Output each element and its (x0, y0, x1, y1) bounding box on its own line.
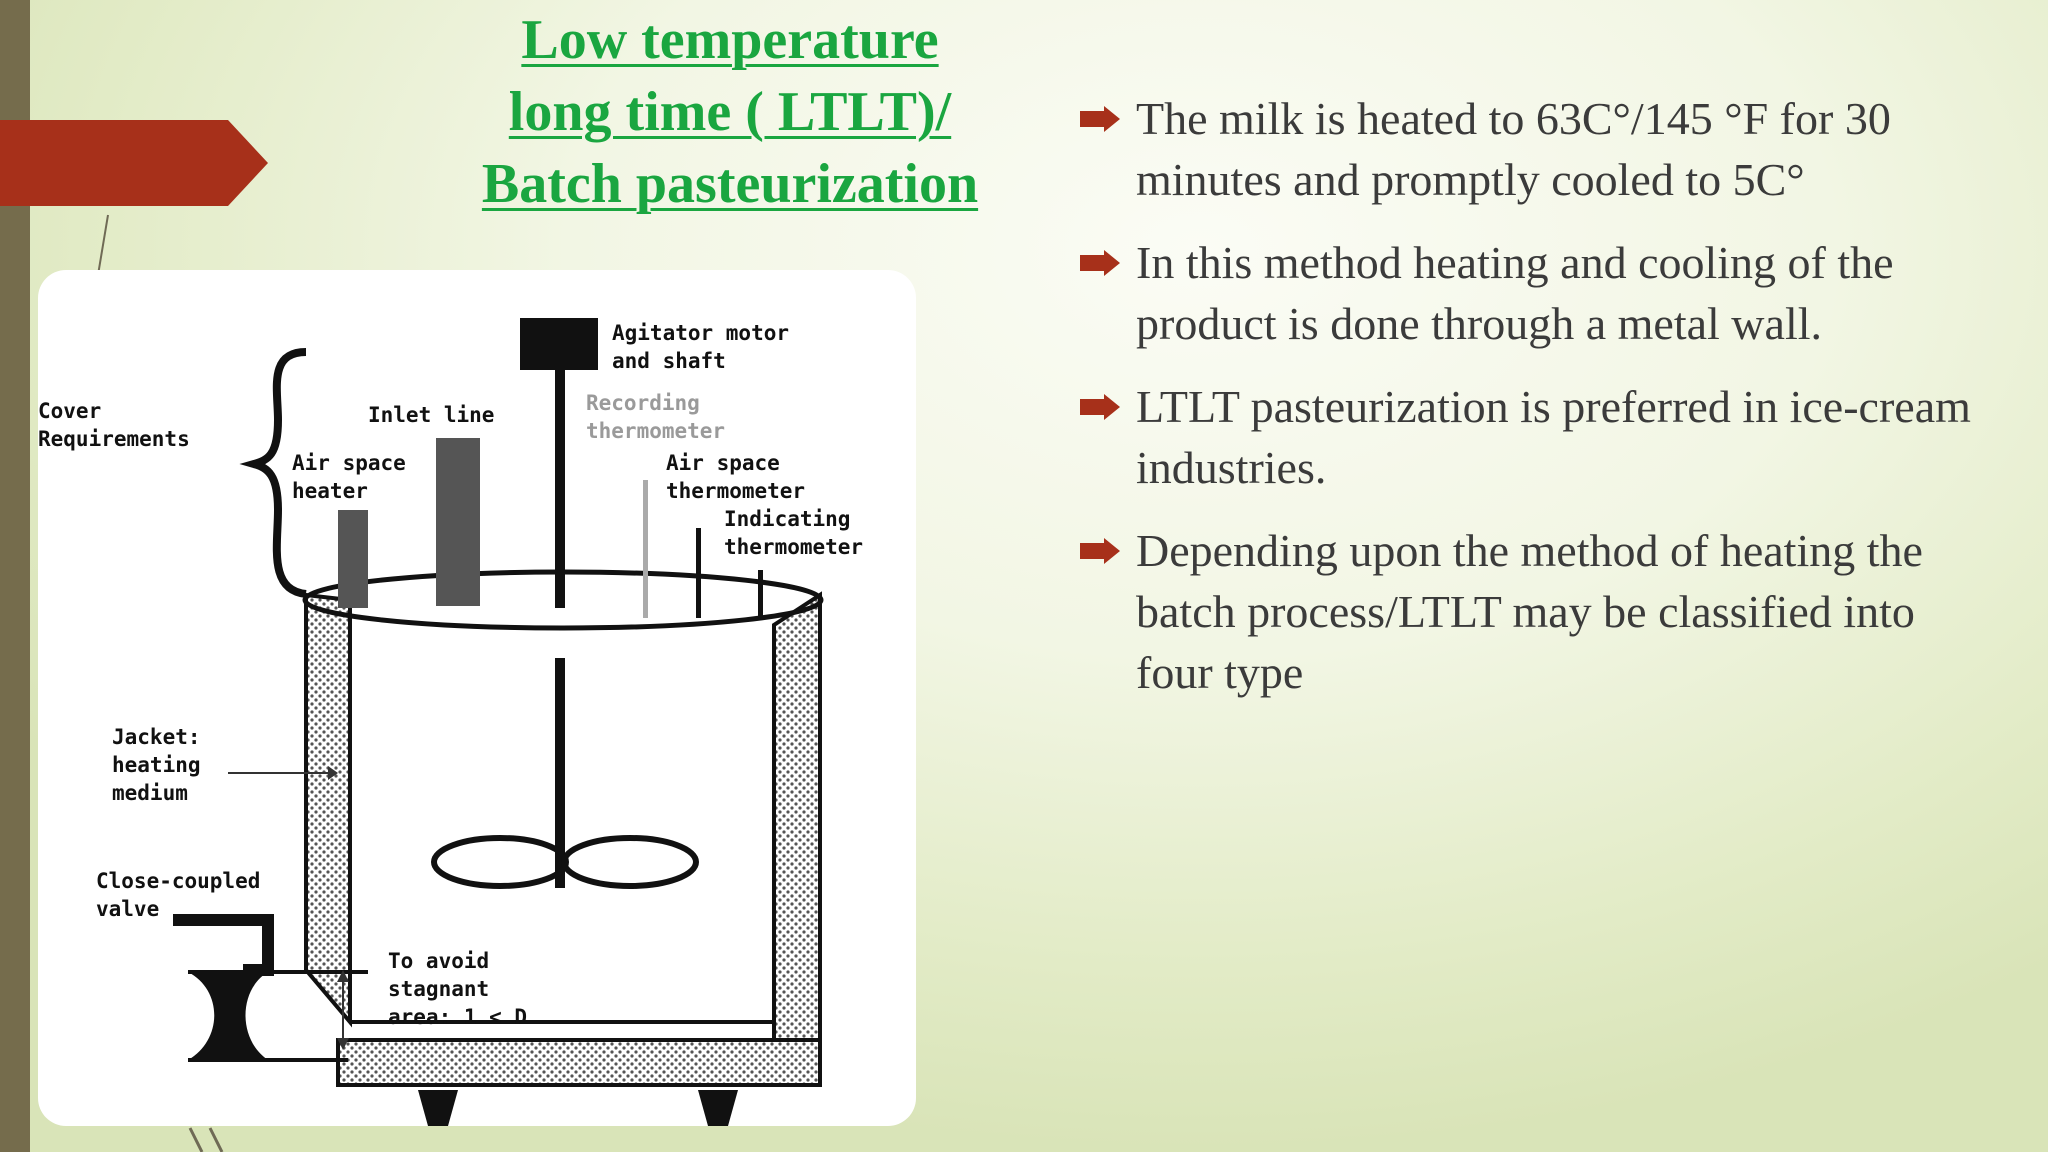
bullet-item: Depending upon the method of heating the… (1080, 520, 2000, 703)
label-stagnant-3: area: 1 < D (388, 1005, 527, 1029)
arrow-bullet-icon (1080, 250, 1120, 276)
label-valve-1: Close-coupled (96, 869, 260, 893)
bullet-item: The milk is heated to 63C°/145 °F for 30… (1080, 88, 2000, 210)
label-air-therm-1: Air space (666, 451, 780, 475)
title-line-3: Batch pasteurization (481, 153, 979, 215)
bullet-item: In this method heating and cooling of th… (1080, 232, 2000, 354)
valve-body (188, 972, 268, 1060)
arrow-bullet-icon (1080, 394, 1120, 420)
label-air-therm-2: thermometer (666, 479, 805, 503)
recording-thermometer (643, 480, 648, 618)
label-inlet: Inlet line (368, 403, 494, 427)
slide-title: Low temperature long time ( LTLT)/ Batch… (420, 4, 1040, 220)
red-arrow-shape (0, 120, 268, 206)
air-space-heater (338, 510, 368, 608)
close-coupled-valve (173, 914, 274, 976)
label-jacket-3: medium (112, 781, 188, 805)
air-space-thermometer (696, 528, 701, 618)
label-stagnant-1: To avoid (388, 949, 489, 973)
diagram-svg: Agitator motor and shaft Cover Requireme… (38, 318, 863, 1126)
title-line-2: long time ( LTLT)/ (508, 81, 952, 143)
label-valve-2: valve (96, 897, 159, 921)
bullet-item: LTLT pasteurization is preferred in ice-… (1080, 376, 2000, 498)
bullet-text: Depending upon the method of heating the… (1136, 525, 1923, 698)
label-jacket-2: heating (112, 753, 201, 777)
label-cover-2: Requirements (38, 427, 190, 451)
jacket-bottom-fill (336, 1038, 822, 1087)
batch-pasteurizer-diagram: Agitator motor and shaft Cover Requireme… (38, 270, 916, 1126)
agitator-paddle-right (561, 835, 699, 889)
label-jacket-1: Jacket: (112, 725, 201, 749)
agitator-motor (520, 318, 598, 370)
bullet-text: In this method heating and cooling of th… (1136, 237, 1894, 349)
label-agitator-1: Agitator motor (612, 321, 789, 345)
label-recording-1: Recording (586, 391, 700, 415)
label-agitator-2: and shaft (612, 349, 726, 373)
label-air-heater-1: Air space (292, 451, 406, 475)
agitator-shaft-lower (555, 658, 565, 888)
bullet-text: The milk is heated to 63C°/145 °F for 30… (1136, 93, 1891, 205)
inlet-line (436, 438, 480, 606)
cover-brace (239, 348, 307, 598)
bullet-list: The milk is heated to 63C°/145 °F for 30… (1080, 88, 2000, 725)
label-indicating-1: Indicating (724, 507, 850, 531)
indicating-thermometer (758, 570, 763, 620)
arrow-bullet-icon (1080, 106, 1120, 132)
label-stagnant-2: stagnant (388, 977, 489, 1001)
jacket-left-wall (304, 592, 352, 1028)
title-line-1: Low temperature (521, 9, 939, 71)
arrow-bullet-icon (1080, 538, 1120, 564)
bullet-text: LTLT pasteurization is preferred in ice-… (1136, 381, 1971, 493)
jacket-right-wall (772, 591, 822, 1072)
vat-leg-left (418, 1090, 458, 1126)
agitator-paddle-left (431, 835, 569, 889)
label-indicating-2: thermometer (724, 535, 863, 559)
label-recording-2: thermometer (586, 419, 725, 443)
agitator-shaft (555, 370, 565, 608)
jacket-arrow-head (328, 766, 338, 780)
label-cover-1: Cover (38, 399, 101, 423)
label-air-heater-2: heater (292, 479, 368, 503)
vat-leg-right (698, 1090, 738, 1126)
